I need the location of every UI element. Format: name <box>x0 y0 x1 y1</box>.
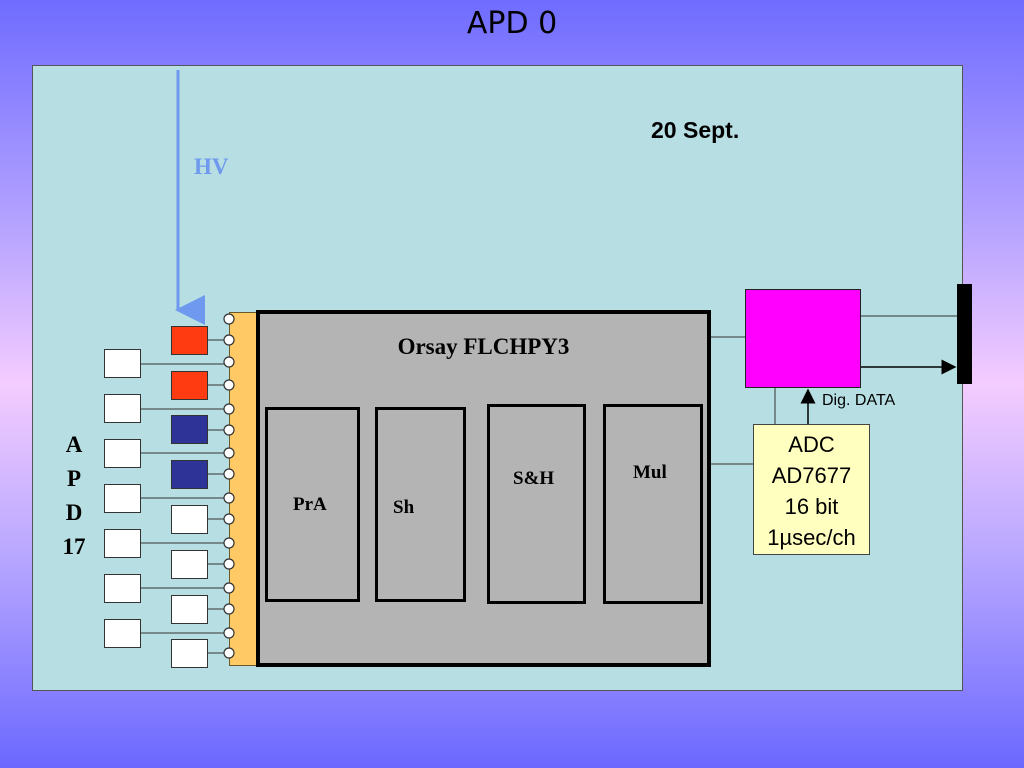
apd-number: 17 <box>62 534 86 559</box>
apd-pad-red <box>171 326 208 355</box>
apd-letter: D <box>65 500 83 525</box>
fpga-box <box>745 289 861 388</box>
apd-pad-left <box>104 484 141 513</box>
apd-pad-blue <box>171 415 208 444</box>
apd-letter: A <box>65 432 83 457</box>
apd-pad-left <box>104 619 141 648</box>
block-label-sh-hold: S&H <box>513 468 555 489</box>
block-mul <box>603 404 703 604</box>
hv-label: HV <box>194 154 229 179</box>
apd-pad-right <box>171 639 208 668</box>
block-sh <box>375 407 466 602</box>
apd-pad-blue <box>171 460 208 489</box>
block-pra <box>265 407 360 602</box>
date-label: 20 Sept. <box>651 117 740 143</box>
apd-pad-right <box>171 550 208 579</box>
block-sh-hold <box>487 404 586 604</box>
apd-pad-red <box>171 371 208 400</box>
adc-line: 1µsec/ch <box>767 525 856 550</box>
output-bus-bar <box>957 284 972 384</box>
block-label-pra: PrA <box>293 494 327 515</box>
apd-pad-left <box>104 439 141 468</box>
apd-pad-left <box>104 574 141 603</box>
adc-line: AD7677 <box>771 463 852 488</box>
apd-pad-right <box>171 595 208 624</box>
apd-letter: P <box>66 466 82 491</box>
apd-pad-left <box>104 394 141 423</box>
adc-line: 16 bit <box>784 494 839 519</box>
adc-line: ADC <box>788 432 835 457</box>
apd-vertical-label: A P D 17 <box>56 428 92 564</box>
block-label-mul: Mul <box>633 462 667 483</box>
block-label-sh: Sh <box>393 497 415 518</box>
dig-data-label: Dig. DATA <box>822 392 896 409</box>
slide-title: APD 0 <box>466 6 558 41</box>
adc-box: ADC AD7677 16 bit 1µsec/ch <box>753 424 870 555</box>
apd-pad-left <box>104 529 141 558</box>
chip-title: Orsay FLCHPY3 <box>397 334 570 359</box>
apd-pad-left <box>104 349 141 378</box>
apd-pad-right <box>171 505 208 534</box>
